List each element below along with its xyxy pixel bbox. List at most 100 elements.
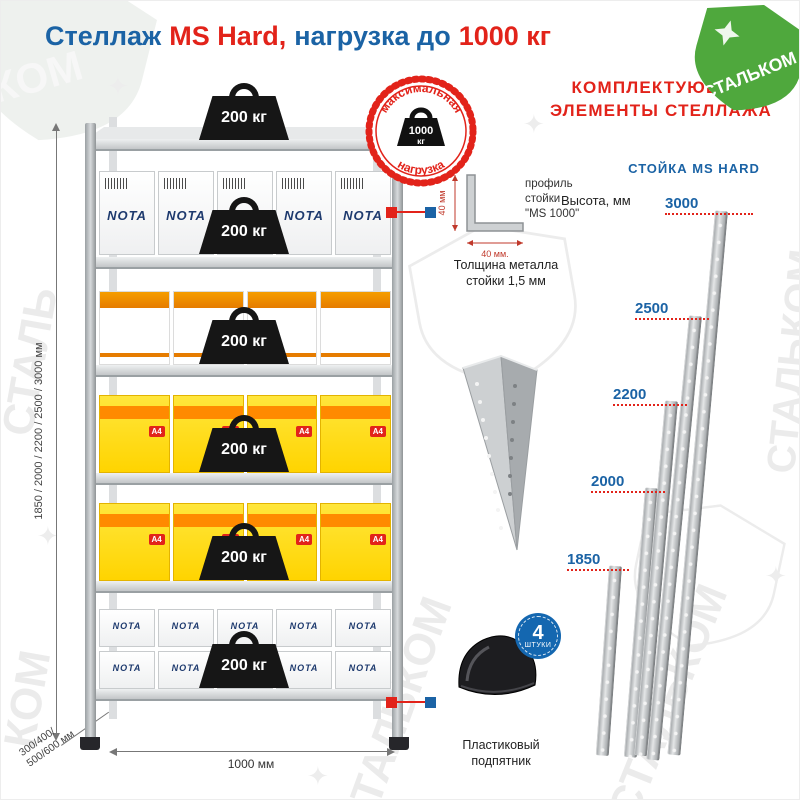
box-brand-label: NOTA xyxy=(289,663,319,673)
box-brand-label: NOTA xyxy=(171,621,201,631)
shelf-load-label: 200 кг xyxy=(221,333,267,350)
shelf-load-label: 200 кг xyxy=(221,109,267,126)
height-caption: Высота, мм xyxy=(561,193,631,208)
angle-post-image xyxy=(462,354,538,551)
leader-line xyxy=(635,318,709,320)
shelf xyxy=(85,257,403,269)
title-part: 1000 кг xyxy=(458,21,552,51)
box-brand-label: NOTA xyxy=(166,208,206,223)
thickness-caption: Толщина металла стойки 1,5 мм xyxy=(421,257,591,290)
paper-pack-yellow: A4 xyxy=(99,395,170,473)
badge-unit: кг xyxy=(417,136,425,146)
badge-value: 1000 xyxy=(409,125,433,137)
stand-height-label: 2500 xyxy=(635,300,669,317)
paper-pack-yellow: A4 xyxy=(320,395,391,473)
title-part: Стеллаж xyxy=(45,21,162,51)
sparkle-icon: ✦ xyxy=(107,71,129,101)
arrow-down-icon xyxy=(52,733,60,741)
barcode-mark xyxy=(164,178,186,189)
weight-icon-row5: 200 кг xyxy=(199,631,289,688)
paper-box-nota: NOTA xyxy=(335,651,391,689)
weight-icon-row3: 200 кг xyxy=(199,415,289,472)
orange-band xyxy=(247,292,317,308)
width-dimension-label: 1000 мм xyxy=(227,757,275,771)
arrow-left-icon xyxy=(109,748,117,756)
rack-post-front-left xyxy=(85,123,96,743)
box-brand-label: NOTA xyxy=(112,621,142,631)
paper-box-nota: NOTA xyxy=(158,609,214,647)
profile-caption-line: стойки xyxy=(525,192,561,205)
orange-band xyxy=(321,514,390,527)
svg-text:нагрузка: нагрузка xyxy=(395,157,447,177)
leader-line xyxy=(665,213,753,215)
weight-handle xyxy=(229,415,259,430)
leader-line xyxy=(613,404,687,406)
shelf xyxy=(85,689,403,701)
orange-band xyxy=(247,406,317,419)
barcode-mark xyxy=(282,178,304,189)
callout-line xyxy=(397,211,425,213)
badge-weight-body xyxy=(397,118,445,146)
paper-box-nota: NOTA xyxy=(99,651,155,689)
box-brand-label: NOTA xyxy=(112,663,142,673)
thickness-line: стойки 1,5 мм xyxy=(466,274,546,289)
orange-band xyxy=(247,514,317,527)
profile-dim-vertical: 40 мм xyxy=(437,191,447,216)
badge-weight-handle xyxy=(409,107,433,119)
paper-format-tag: A4 xyxy=(369,426,386,437)
stand-height-label: 2200 xyxy=(613,386,647,403)
shelf-load-label: 200 кг xyxy=(221,441,267,458)
box-brand-label: NOTA xyxy=(230,621,260,631)
shelf-row-5-upper: NOTA NOTA NOTA NOTA NOTA xyxy=(99,609,391,647)
sparkle-icon: ✦ xyxy=(765,561,787,591)
stand-height-label: 1850 xyxy=(567,551,601,568)
paper-box-nota: NOTA xyxy=(335,609,391,647)
weight-icon-row1: 200 кг xyxy=(199,197,289,254)
height-dimension-line xyxy=(56,129,57,735)
leader-line xyxy=(591,491,665,493)
orange-band xyxy=(321,292,390,308)
callout-marker-blue xyxy=(425,697,436,708)
post-profile-diagram: 40 мм 40 мм. xyxy=(437,174,524,259)
weight-handle xyxy=(229,83,259,98)
weight-icon-top: 200 кг xyxy=(199,83,289,140)
paper-format-tag: A4 xyxy=(148,426,165,437)
paper-box-nota: NOTA xyxy=(99,171,155,255)
paper-format-tag: A4 xyxy=(296,426,313,437)
sparkle-icon xyxy=(714,20,740,46)
plastic-foot-image xyxy=(458,635,537,696)
sparkle-icon: ✦ xyxy=(523,109,545,139)
callout-marker-red xyxy=(386,207,397,218)
profile-caption-line: профиль xyxy=(525,178,573,190)
barcode-mark xyxy=(223,178,245,189)
paper-format-tag: A4 xyxy=(148,534,165,545)
sparkle-icon: ✦ xyxy=(37,521,59,551)
watermark-shield xyxy=(633,504,786,647)
weight-handle xyxy=(229,307,259,322)
shelf xyxy=(85,473,403,485)
paper-box-orange xyxy=(320,291,391,365)
rack-post-front-right xyxy=(392,123,403,743)
orange-band xyxy=(100,514,169,527)
foot-caption-line: подпятник xyxy=(471,754,531,769)
box-brand-label: NOTA xyxy=(348,663,378,673)
profile-caption-line: "MS 1000" xyxy=(525,207,580,220)
callout-marker-blue xyxy=(425,207,436,218)
barcode-mark xyxy=(341,178,363,189)
shelf-load-label: 200 кг xyxy=(221,549,267,566)
orange-band xyxy=(321,406,390,419)
callout-marker-red xyxy=(386,697,397,708)
arrow-up-icon xyxy=(52,123,60,131)
rack-foot xyxy=(80,737,100,750)
box-brand-label: NOTA xyxy=(348,621,378,631)
box-brand-label: NOTA xyxy=(171,663,201,673)
paper-format-tag: A4 xyxy=(296,534,313,545)
paper-pack-yellow: A4 xyxy=(99,503,170,581)
width-dimension-line xyxy=(113,751,389,752)
paper-box-nota: NOTA xyxy=(276,609,332,647)
paper-box-nota: NOTA xyxy=(99,609,155,647)
title-part: нагрузка до xyxy=(294,21,451,51)
paper-box-nota: NOTA xyxy=(335,171,391,255)
badge-text-bottom: нагрузка xyxy=(395,157,447,177)
